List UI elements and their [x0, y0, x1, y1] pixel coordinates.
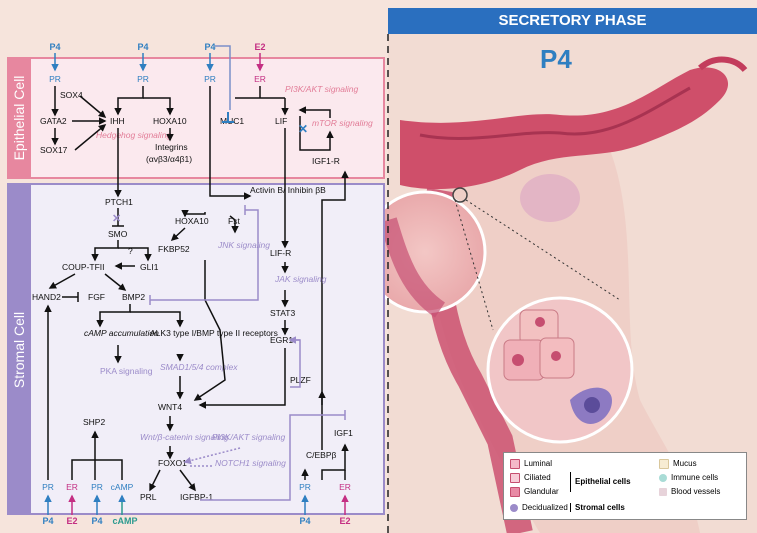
st-coup: COUP-TFII: [62, 262, 105, 272]
epi-igf1r: IGF1-R: [312, 156, 340, 166]
st-pi3k: PI3K/AKT signaling: [212, 432, 286, 442]
bottom-input-p4-2: P4: [91, 516, 102, 526]
top-input-e2: E2: [254, 42, 265, 52]
legend-epithelial-cells: Epithelial cells: [570, 472, 631, 492]
epi-integrins-sub: (αvβ3/α4β1): [146, 154, 192, 164]
st-shp2: SHP2: [83, 417, 105, 427]
epi-integrins: Integrins: [155, 142, 188, 152]
epi-hoxa10: HOXA10: [153, 116, 187, 126]
st-fgf: FGF: [88, 292, 105, 302]
svg-text:✕: ✕: [112, 213, 121, 225]
st-pr-d: PR: [299, 482, 311, 492]
st-bmp2: BMP2: [122, 292, 145, 302]
st-notch1: NOTCH1 signaling: [215, 458, 286, 468]
st-gli1: GLI1: [140, 262, 159, 272]
epi-sox4: SOX4: [60, 90, 83, 100]
st-pka: PKA signaling: [100, 366, 153, 376]
st-igf1: IGF1: [334, 428, 353, 438]
epithelial-panel: [7, 57, 385, 179]
top-input-p4-1: P4: [49, 42, 60, 52]
st-hand2: HAND2: [32, 292, 61, 302]
epi-hedgehog: Hedgehog signaling: [96, 130, 171, 140]
st-egr1: EGR1: [270, 335, 293, 345]
stromal-sidebar: [8, 184, 31, 514]
st-igfbp1: IGFBP-1: [180, 492, 213, 502]
st-fkbp52: FKBP52: [158, 244, 190, 254]
epi-pr-2: PR: [137, 74, 149, 84]
epithelial-label: Epithelial Cell: [11, 76, 27, 161]
st-pr-c: PR: [91, 482, 103, 492]
stromal-panel: [7, 183, 385, 515]
secretory-phase-header: SECRETORY PHASE: [388, 8, 757, 34]
st-lifr: LIF-R: [270, 248, 291, 258]
top-input-p4-3: P4: [204, 42, 215, 52]
st-er-e: ER: [339, 482, 351, 492]
epi-lif: LIF: [275, 116, 287, 126]
st-prl: PRL: [140, 492, 157, 502]
st-cebpb: C/EBPβ: [306, 450, 337, 460]
epi-gata2: GATA2: [40, 116, 67, 126]
st-er-b: ER: [66, 482, 78, 492]
bottom-input-camp: cAMP: [112, 516, 137, 526]
legend-ciliated: Ciliated: [510, 473, 551, 483]
epi-sox17: SOX17: [40, 145, 68, 155]
st-camp-acc: cAMP accumulation: [84, 328, 159, 338]
legend-vessels: Blood vessels: [659, 487, 720, 496]
st-pr-a: PR: [42, 482, 54, 492]
legend-luminal: Luminal: [510, 459, 552, 469]
stromal-label: Stromal Cell: [11, 312, 27, 388]
p4-big-label: P4: [540, 44, 572, 74]
legend-glandular: Glandular: [510, 487, 559, 497]
st-question: ?: [128, 246, 133, 256]
st-wnt4: WNT4: [158, 402, 182, 412]
st-wnt-beta: Wnt/β-catenin signaling: [140, 432, 229, 442]
cell-zoom-circle: [486, 296, 634, 444]
st-ptch1: PTCH1: [105, 197, 133, 207]
st-smo: SMO: [108, 229, 128, 239]
bottom-input-e2-1: E2: [66, 516, 77, 526]
legend-decidualized: Decidualized: [510, 503, 568, 512]
svg-text:✕: ✕: [298, 122, 308, 136]
epi-pr-3: PR: [204, 74, 216, 84]
st-alk3: ALK3 type I/BMP type II receptors: [150, 328, 278, 338]
st-foxo1: FOXO1: [158, 458, 187, 468]
legend-mucus: Mucus: [659, 459, 697, 469]
st-fst: Fst: [228, 216, 240, 226]
epi-pi3k: PI3K/AKT signaling: [285, 84, 359, 94]
epi-er: ER: [254, 74, 266, 84]
epi-mtor: mTOR signaling: [312, 118, 373, 128]
epi-ihh: IHH: [110, 116, 125, 126]
st-jak: JAK signaling: [274, 274, 327, 284]
bottom-input-p4-1: P4: [42, 516, 53, 526]
st-camp-c: cAMP: [111, 482, 134, 492]
st-stat3: STAT3: [270, 308, 295, 318]
endometrium-zoom-circle: [363, 187, 487, 318]
bottom-input-p4-3: P4: [299, 516, 310, 526]
st-jnk: JNK signaling: [217, 240, 270, 250]
legend-stromal-cells: Stromal cells: [570, 503, 625, 512]
bottom-input-e2-2: E2: [339, 516, 350, 526]
top-input-p4-2: P4: [137, 42, 148, 52]
legend: Luminal Ciliated Glandular Epithelial ce…: [503, 452, 747, 520]
legend-immune: Immune cells: [659, 473, 718, 482]
st-activin: Activin B/ Inhibin βB: [250, 185, 326, 195]
epi-pr-1: PR: [49, 74, 61, 84]
st-smad: SMAD1/5/4 complex: [160, 362, 238, 372]
st-hoxa10: HOXA10: [175, 216, 209, 226]
epithelial-sidebar: [8, 58, 31, 178]
